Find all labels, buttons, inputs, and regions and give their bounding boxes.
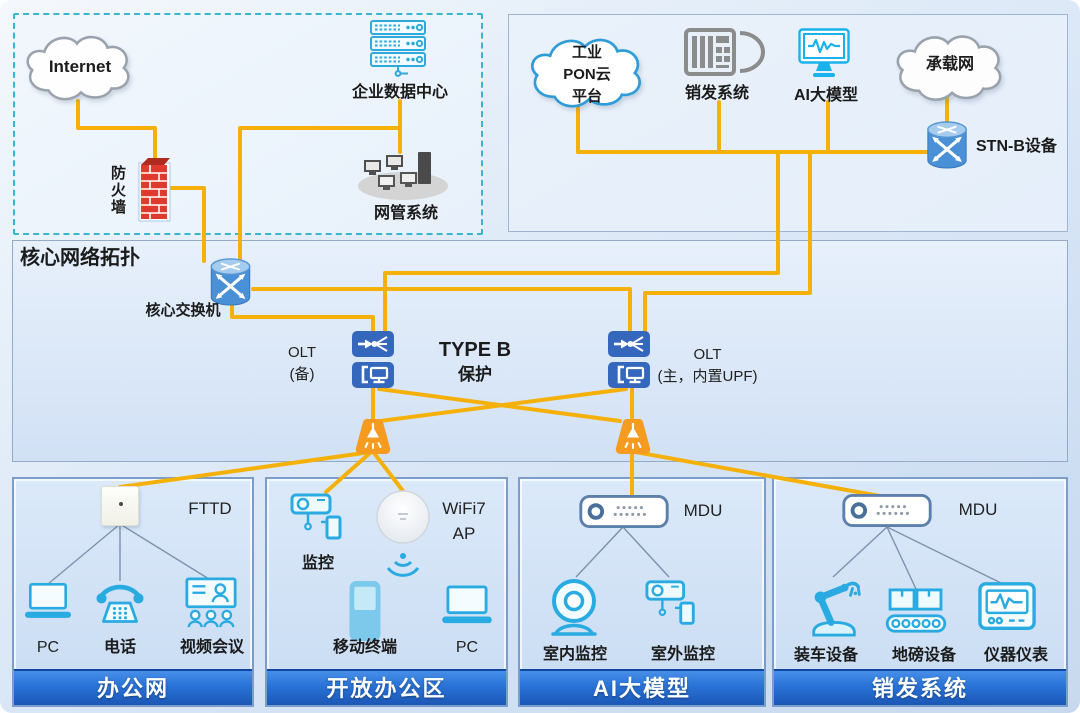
stn-b-device-label: STN-B设备 [976, 138, 1057, 155]
indoor-webcam-icon [546, 576, 602, 638]
olt-backup-line2: (备) [289, 365, 315, 383]
pc2-label: PC [455, 639, 479, 656]
wifi-ap-line2: AP [452, 523, 476, 543]
core-network-box [12, 240, 1068, 462]
nms-icon [356, 148, 450, 202]
wifi-ap-line1: WiFi7 [442, 499, 486, 518]
core-title: 核心网络拓扑 [20, 247, 140, 269]
pc2-icon [442, 585, 492, 627]
outdoor-camera-label: 室外监控 [650, 646, 715, 663]
optical-splitter-left-icon [353, 417, 393, 457]
internet-label: Internet [48, 57, 112, 76]
fttd-label: FTTD [188, 499, 232, 518]
indoor-webcam-label: 室内监控 [542, 646, 607, 663]
telephone-icon [94, 579, 146, 627]
zone-sales-banner: 销发系统 [774, 669, 1066, 705]
type-b-line2: 保护 [458, 365, 492, 384]
sales-system-icon [684, 28, 765, 78]
mdu2-label: MDU [958, 500, 998, 519]
bearer-network-cloud-icon [888, 30, 1010, 106]
bearer-network-label: 承载网 [925, 56, 974, 73]
olt-main-line1: OLT [693, 346, 722, 363]
weighbridge-label: 地磅设备 [891, 647, 956, 664]
pon-cloud-line3: 平台 [571, 87, 602, 105]
wifi-waves-icon [380, 552, 426, 580]
firewall-label: 防火墙 [109, 164, 126, 216]
instrument-meter-label: 仪器仪表 [983, 647, 1048, 664]
olt-backup-icon [352, 331, 394, 388]
instrument-meter-icon [978, 581, 1036, 637]
datacenter-icon [370, 20, 430, 78]
zone-office: FTTD PC 电话 [12, 477, 254, 707]
zone-ai-model: MDU 室内监控 室外监控 AI大模型 [518, 477, 766, 707]
zone-office-banner: 办公网 [14, 669, 252, 705]
olt-main-label: OLT (主，内置UPF) [645, 344, 770, 388]
loading-robot-icon [804, 574, 866, 638]
firewall-icon [138, 156, 172, 222]
pon-cloud-line2: PON云 [563, 65, 611, 83]
cctv-camera-icon [290, 489, 348, 549]
olt-main-icon [608, 331, 650, 388]
nms-label: 网管系统 [373, 205, 438, 222]
weighbridge-icon [885, 588, 947, 636]
olt-main-line2: (主，内置UPF) [657, 367, 758, 385]
outdoor-camera-icon [645, 576, 701, 634]
zone-sales: MDU 装车设备 [772, 477, 1068, 707]
video-conference-label: 视频会议 [179, 639, 244, 656]
core-switch-label: 核心交换机 [145, 302, 221, 319]
mdu2-icon [841, 494, 933, 527]
olt-backup-label: OLT (备) [266, 342, 338, 386]
zone-open-office: 监控 WiFi7 AP [265, 477, 508, 707]
mdu1-icon [578, 495, 670, 528]
wifi-ap-label: WiFi7 AP [433, 497, 495, 546]
pc-icon [25, 582, 71, 622]
pc-label: PC [36, 639, 60, 656]
stn-b-device-icon [924, 120, 970, 170]
mobile-terminal-label: 移动终端 [332, 639, 397, 656]
ai-model-label: AI大模型 [793, 87, 858, 104]
video-conference-icon [185, 577, 237, 629]
loading-robot-label: 装车设备 [793, 647, 858, 664]
olt-backup-line1: OLT [287, 344, 317, 361]
type-b-line1: TYPE B [438, 339, 512, 361]
type-b-label: TYPE B 保护 [420, 338, 530, 385]
core-switch-icon [206, 257, 255, 307]
mobile-terminal-icon [349, 581, 381, 641]
internet-cloud-icon [18, 30, 138, 106]
wifi-ap-icon [376, 490, 430, 544]
sales-system-label: 销发系统 [684, 85, 749, 102]
cctv-camera-label: 监控 [301, 555, 334, 572]
pon-cloud-icon [522, 33, 650, 113]
datacenter-label: 企业数据中心 [351, 84, 448, 101]
ai-model-icon [798, 28, 850, 80]
zone-ai-model-banner: AI大模型 [520, 669, 764, 705]
pon-cloud-label: 工业 PON云 平台 [540, 42, 634, 107]
pon-cloud-line1: 工业 [571, 44, 602, 61]
telephone-label: 电话 [103, 639, 136, 656]
mdu1-label: MDU [683, 501, 723, 520]
optical-splitter-right-icon [613, 417, 653, 457]
fttd-unit-icon [101, 486, 139, 526]
zone-open-office-banner: 开放办公区 [267, 669, 506, 705]
